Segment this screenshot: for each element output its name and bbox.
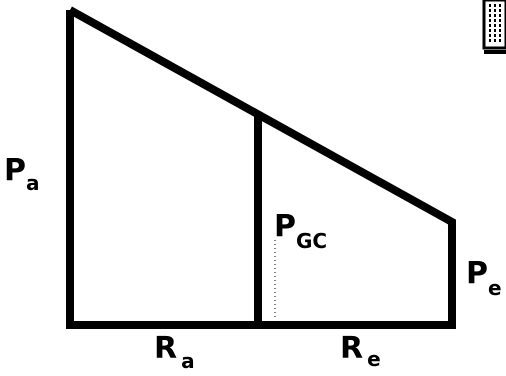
label-pa: Pa (4, 153, 40, 195)
corner-graphic (482, 0, 506, 54)
outer-outline (66, 6, 456, 329)
label-pe: Pe (466, 256, 502, 300)
label-pgc: PGC (274, 209, 327, 253)
